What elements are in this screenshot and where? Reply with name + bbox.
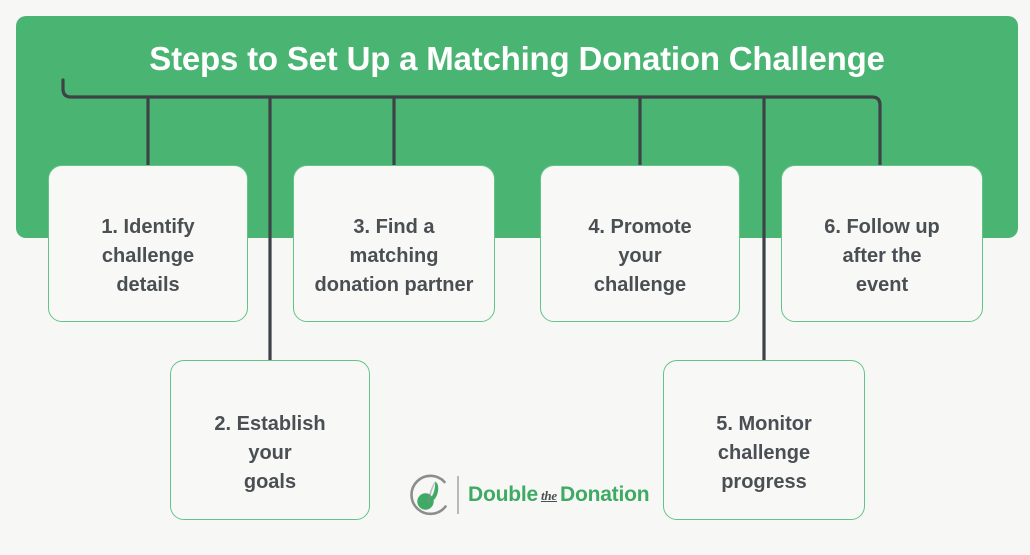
logo-word-the: the: [540, 488, 557, 503]
logo-word-donation: Donation: [559, 483, 650, 506]
logo-divider: [457, 476, 459, 514]
page-title: Steps to Set Up a Matching Donation Chal…: [149, 40, 885, 77]
double-the-donation-logo-icon: [410, 474, 447, 516]
logo-word-double: Double: [468, 483, 538, 506]
